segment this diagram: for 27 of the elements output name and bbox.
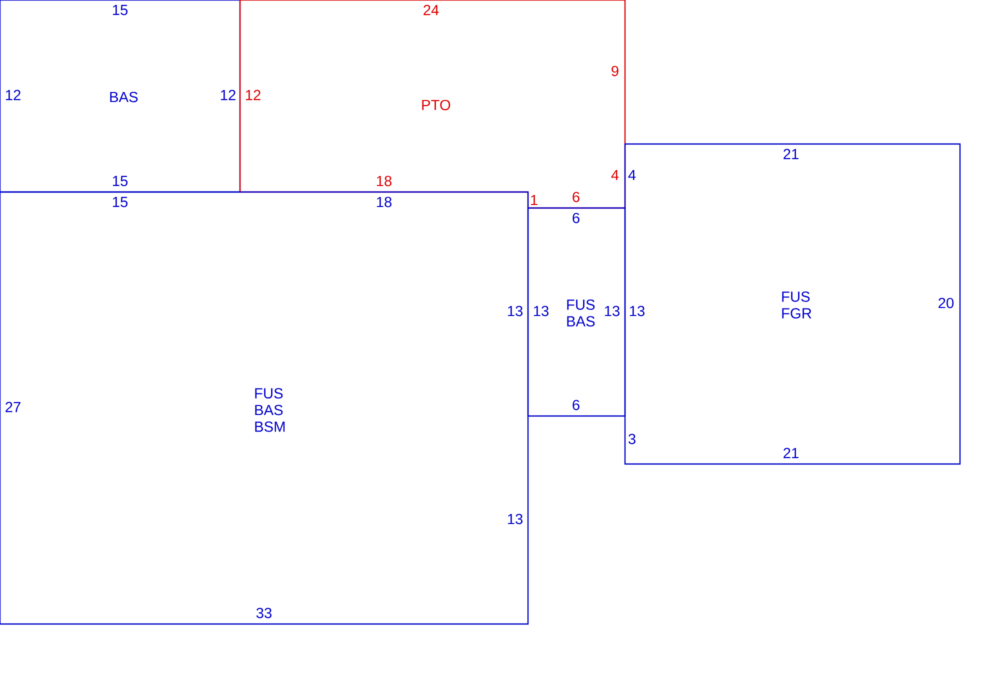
dimension-label: 15	[112, 4, 128, 16]
dimension-label: 6	[572, 192, 580, 202]
dimension-label: 24	[424, 4, 439, 16]
dimension-label: 6	[572, 212, 580, 224]
dimension-label: 12	[220, 90, 236, 100]
dimension-label: 18	[376, 176, 392, 186]
dimension-label: 27	[6, 402, 20, 412]
dimension-label: 21	[784, 148, 798, 160]
dimension-label: 18	[376, 196, 392, 208]
dimension-label: 9	[612, 66, 618, 76]
dimension-label: 13	[630, 306, 644, 316]
dimension-label: 12	[246, 90, 260, 100]
dimension-label: 13	[534, 306, 548, 316]
dimension-label: 21	[784, 448, 798, 458]
dimension-label: 33	[256, 608, 272, 618]
dimension-label: 13	[508, 514, 522, 524]
dimension-label: 4	[611, 170, 619, 180]
dimension-label: 3	[628, 434, 636, 444]
dimension-label: 4	[628, 170, 636, 180]
dimension-label: 13	[508, 306, 522, 316]
dimension-label: 6	[572, 400, 580, 410]
dimension-label: 12	[6, 90, 20, 100]
dimension-label: 20	[938, 298, 954, 308]
dimension-label: 1	[531, 194, 538, 206]
dimension-label: 13	[604, 306, 620, 316]
dimension-label: 15	[112, 196, 128, 208]
dimension-label: 15	[112, 176, 128, 186]
